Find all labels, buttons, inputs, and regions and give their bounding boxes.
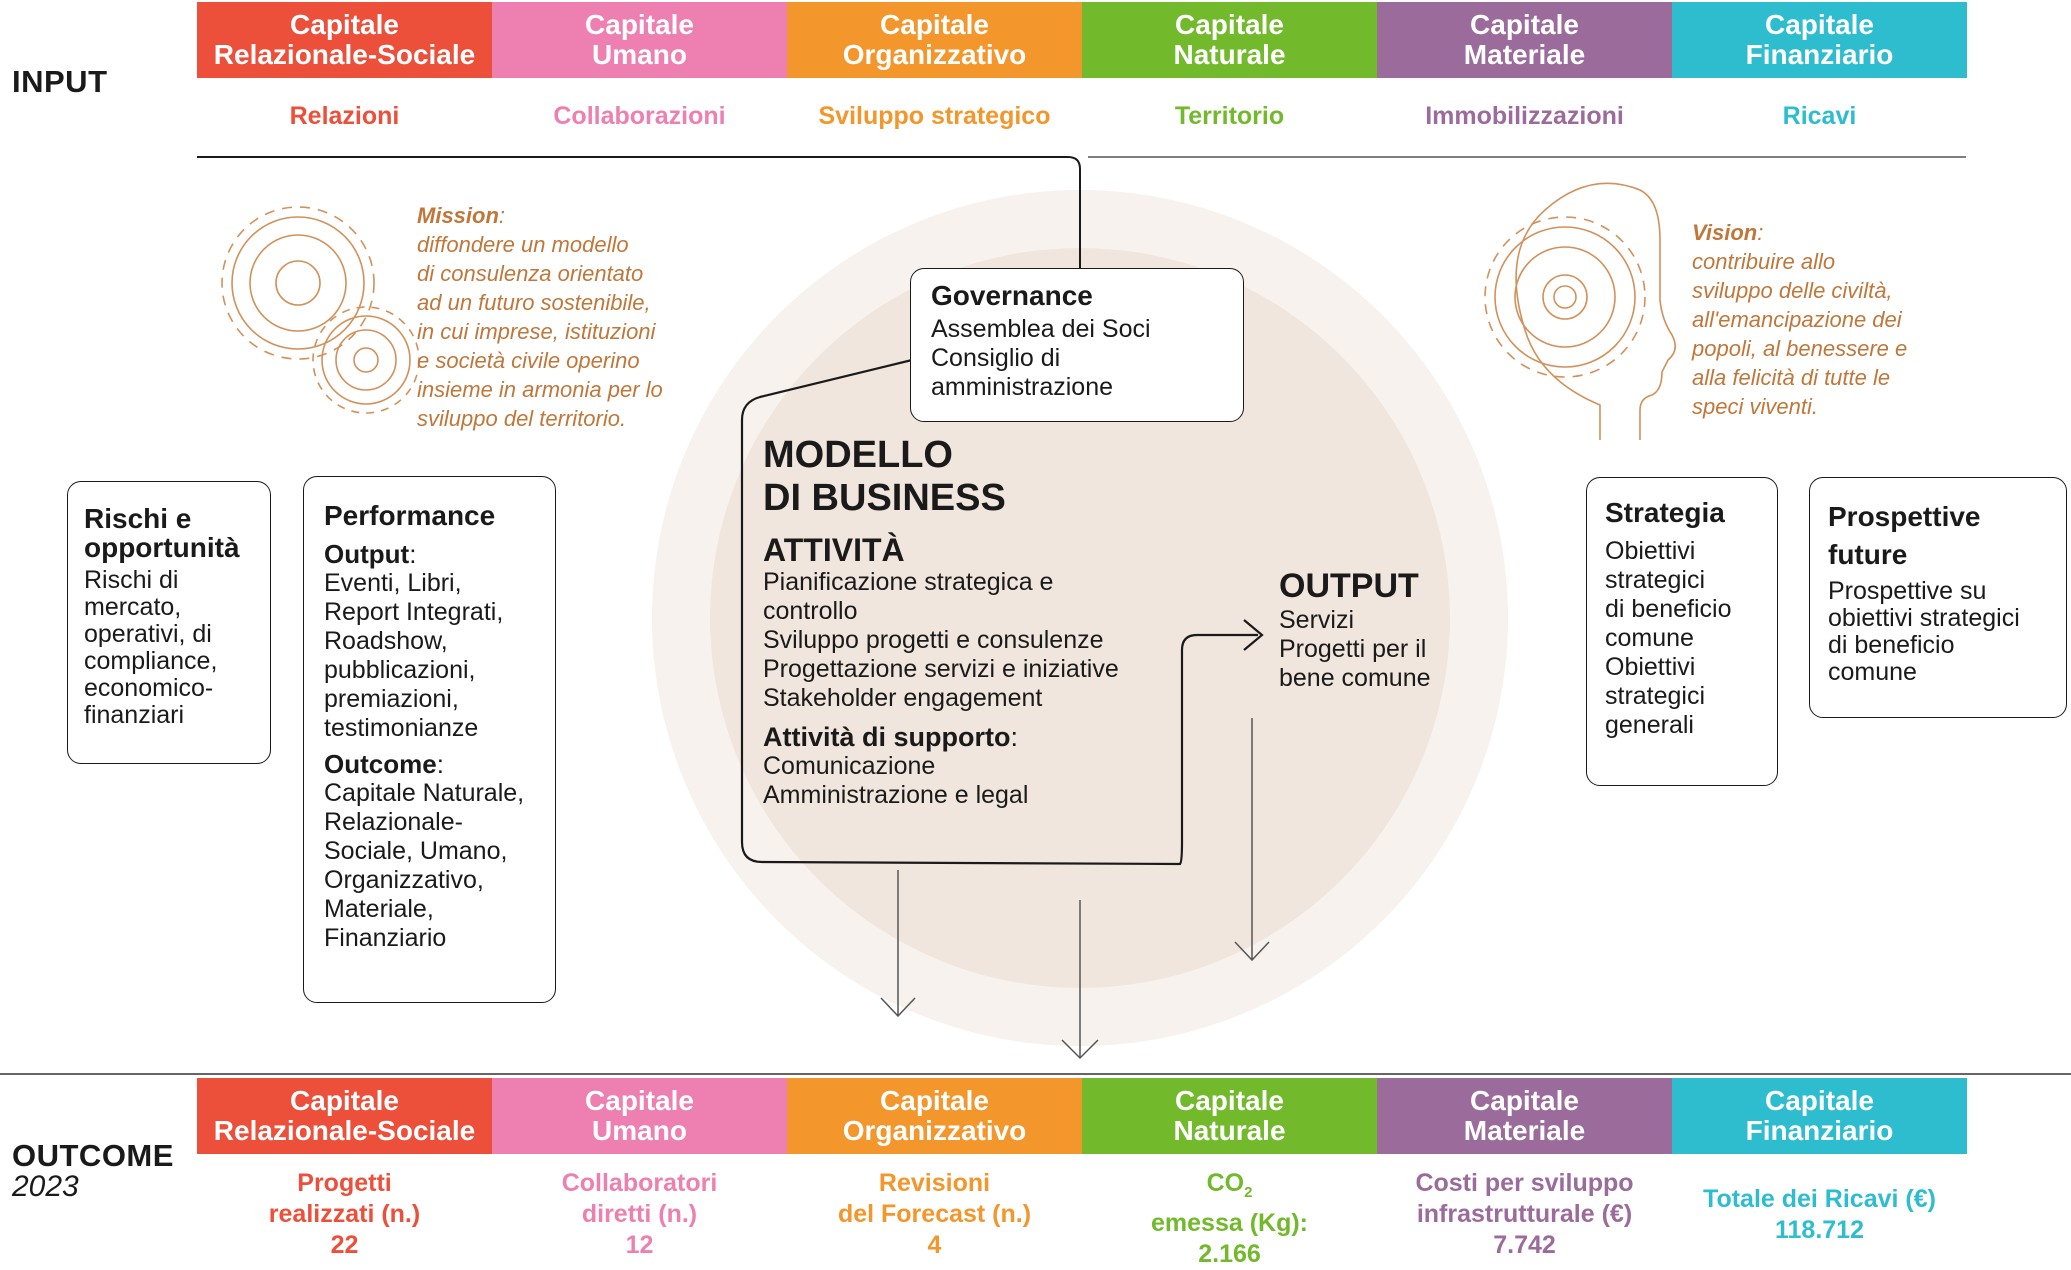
outcome-capital-umano: Capitale Umano [492, 1078, 787, 1154]
performance-title: Performance [324, 500, 496, 531]
output-arrow-head [1243, 619, 1264, 651]
metric-value: 4 [927, 1231, 942, 1259]
metric-label: Progetti realizzati (n.) [268, 1169, 421, 1228]
head-gear-icon [1484, 182, 1676, 440]
strategy-title: Strategia [1605, 497, 1725, 528]
input-resource-naturale: Territorio [1174, 102, 1285, 130]
risks-text: Rischi di mercato, operativi, di complia… [84, 566, 218, 729]
mission-note: Mission: diffondere un modello di consul… [417, 201, 717, 433]
future-text: Prospettive su obiettivi strategici di b… [1828, 577, 2020, 686]
outcome-metric-umano: Collaboratori diretti (n.) 12 [492, 1168, 787, 1261]
arrow-left-head [880, 997, 916, 1018]
mission-text: diffondere un modello di consulenza orie… [417, 232, 663, 431]
vision-text: contribuire allo sviluppo delle civiltà,… [1692, 249, 1908, 419]
input-resource-relazionale-sociale: Relazioni [289, 102, 400, 130]
metric-label: Totale dei Ricavi (€) [1703, 1185, 1936, 1213]
metric-label: Collaboratori diretti (n.) [561, 1169, 718, 1228]
metric-label: Revisioni del Forecast (n.) [837, 1169, 1032, 1228]
strategy-box: Strategia Obiettivi strategici di benefi… [1586, 477, 1778, 786]
input-connector-line [197, 156, 1081, 268]
business-model-title: MODELLO DI BUSINESS [763, 434, 1006, 519]
performance-output-label: Output [324, 539, 410, 569]
output-text: Servizi Progetti per il bene comune [1279, 606, 1431, 692]
input-capital-materiale: Capitale Materiale [1377, 2, 1672, 78]
risks-title: Rischi e opportunità [84, 503, 240, 563]
activities-text: Pianificazione strategica e controllo Sv… [763, 568, 1119, 712]
metric-value: 7.742 [1493, 1231, 1556, 1259]
input-resource-umano: Collaborazioni [553, 102, 726, 130]
outcome-capital-organizzativo: Capitale Organizzativo [787, 1078, 1082, 1154]
mission-label: Mission [417, 203, 499, 228]
input-capital-finanziario: Capitale Finanziario [1672, 2, 1967, 78]
co2-label: CO2 [1206, 1169, 1253, 1201]
future-box: Prospettive future Prospettive su obiett… [1809, 477, 2067, 718]
input-label: INPUT [12, 64, 108, 99]
future-title: Prospettive future [1828, 501, 1981, 570]
metric-value: 2.166 [1198, 1240, 1261, 1268]
vision-note: Vision: contribuire allo sviluppo delle … [1692, 218, 1982, 421]
governance-box: Governance Assemblea dei Soci Consiglio … [910, 268, 1244, 422]
outcome-year: 2023 [12, 1170, 79, 1203]
strategy-text: Obiettivi strategici di beneficio comune… [1605, 537, 1732, 739]
outcome-metric-naturale: CO2 emessa (Kg): 2.166 [1082, 1168, 1377, 1270]
governance-text: Assemblea dei Soci Consiglio di amminist… [931, 315, 1151, 401]
support-title: Attività di supporto [763, 722, 1011, 752]
metric-value: 22 [330, 1231, 359, 1259]
activities-title: ATTIVITÀ [763, 532, 905, 568]
arrow-center-head [1061, 1039, 1099, 1060]
outcome-metric-finanziario: Totale dei Ricavi (€) 118.712 [1672, 1184, 1967, 1246]
business-model: MODELLO DI BUSINESS ATTIVITÀ Pianificazi… [763, 434, 1183, 810]
outcome-label: OUTCOME [12, 1138, 174, 1173]
input-resource-materiale: Immobilizzazioni [1425, 102, 1624, 130]
co2-unit: emessa (Kg): [1151, 1209, 1308, 1237]
risks-box: Rischi e opportunità Rischi di mercato, … [67, 481, 271, 764]
outcome-capital-naturale: Capitale Naturale [1082, 1078, 1377, 1154]
performance-box: Performance Output: Eventi, Libri, Repor… [303, 476, 556, 1003]
metric-label: Costi per sviluppo infrastrutturale (€) [1415, 1169, 1634, 1228]
outcome-capital-materiale: Capitale Materiale [1377, 1078, 1672, 1154]
inner-circle [710, 248, 1450, 988]
outcome-metric-materiale: Costi per sviluppo infrastrutturale (€) 7… [1377, 1168, 1672, 1261]
gears-icon [221, 206, 420, 414]
input-capital-relazionale-sociale: Capitale Relazionale-Sociale [197, 2, 492, 78]
input-capital-naturale: Capitale Naturale [1082, 2, 1377, 78]
vision-label: Vision [1692, 220, 1758, 245]
performance-outcome-text: Capitale Naturale, Relazionale- Sociale,… [324, 779, 525, 952]
metric-value: 118.712 [1775, 1216, 1864, 1244]
business-bracket [740, 358, 1258, 866]
output-block: OUTPUT Servizi Progetti per il bene comu… [1279, 566, 1499, 693]
input-capital-umano: Capitale Umano [492, 2, 787, 78]
input-resource-organizzativo: Sviluppo strategico [818, 102, 1051, 130]
outcome-capital-finanziario: Capitale Finanziario [1672, 1078, 1967, 1154]
governance-title: Governance [931, 280, 1093, 311]
outcome-capital-relazionale-sociale: Capitale Relazionale-Sociale [197, 1078, 492, 1154]
performance-output-text: Eventi, Libri, Report Integrati, Roadsho… [324, 569, 504, 742]
input-capital-organizzativo: Capitale Organizzativo [787, 2, 1082, 78]
outcome-metric-relazionale-sociale: Progetti realizzati (n.) 22 [197, 1168, 492, 1261]
input-resource-finanziario: Ricavi [1782, 102, 1857, 130]
output-title: OUTPUT [1279, 567, 1419, 605]
metric-value: 12 [625, 1231, 654, 1259]
outcome-metric-organizzativo: Revisioni del Forecast (n.) 4 [787, 1168, 1082, 1261]
performance-outcome-label: Outcome [324, 749, 437, 779]
support-text: Comunicazione Amministrazione e legal [763, 752, 1029, 809]
arrow-right-head [1234, 941, 1270, 962]
